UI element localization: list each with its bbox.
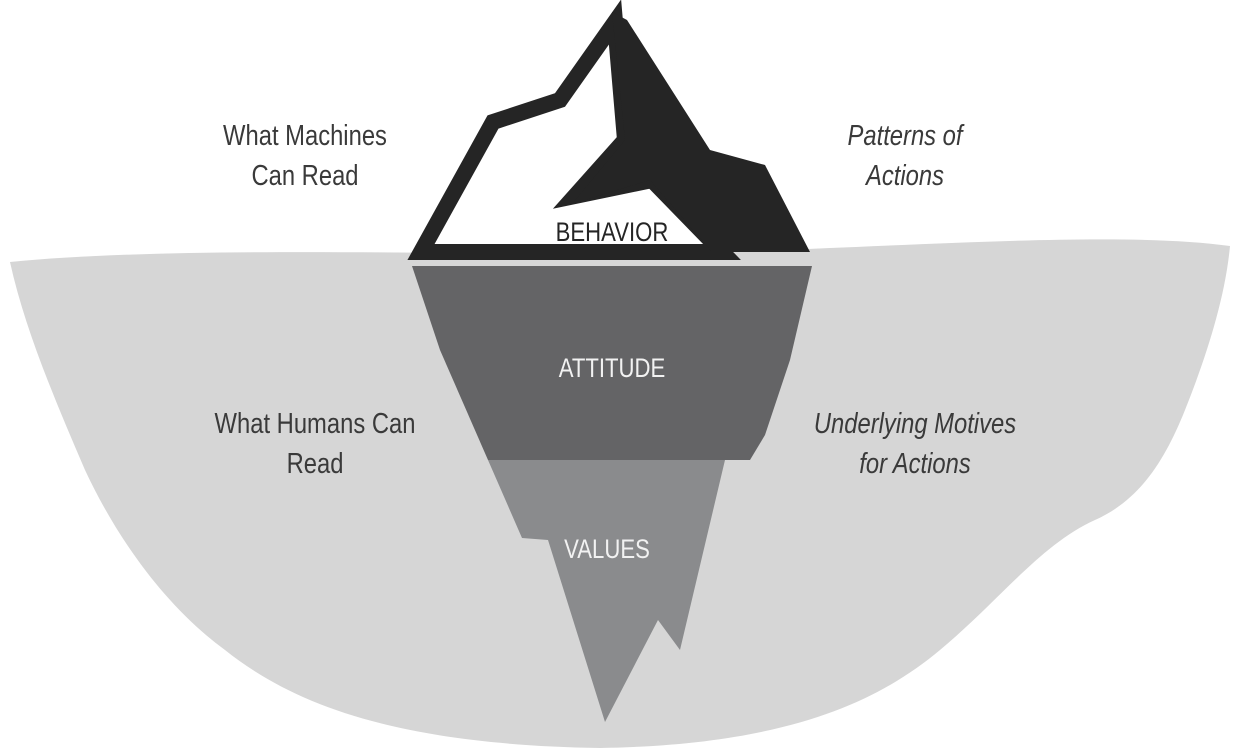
what-machines-can-read-line2: Can Read — [251, 160, 359, 192]
underlying-motives-line1: Underlying Motives — [813, 408, 1017, 440]
what-machines-can-read-line1: What Machines — [223, 120, 387, 152]
values-layer — [488, 460, 725, 722]
iceberg-tip-dark-face — [572, 12, 810, 252]
underlying-motives-line2: for Actions — [859, 448, 971, 480]
patterns-of-actions-line2: Actions — [865, 160, 944, 192]
values-label: VALUES — [564, 535, 650, 565]
what-machines-can-read-label: What Machines Can Read — [207, 116, 404, 196]
patterns-of-actions-line1: Patterns of — [847, 120, 963, 152]
underlying-motives-label: Underlying Motives for Actions — [796, 404, 1034, 484]
what-humans-can-read-line1: What Humans Can — [214, 408, 416, 440]
patterns-of-actions-label: Patterns of Actions — [815, 116, 995, 196]
what-humans-can-read-line2: Read — [286, 448, 344, 480]
behavior-label: BEHAVIOR — [556, 218, 669, 248]
what-humans-can-read-label: What Humans Can Read — [196, 404, 434, 484]
attitude-label: ATTITUDE — [559, 354, 666, 384]
attitude-layer — [412, 266, 812, 460]
